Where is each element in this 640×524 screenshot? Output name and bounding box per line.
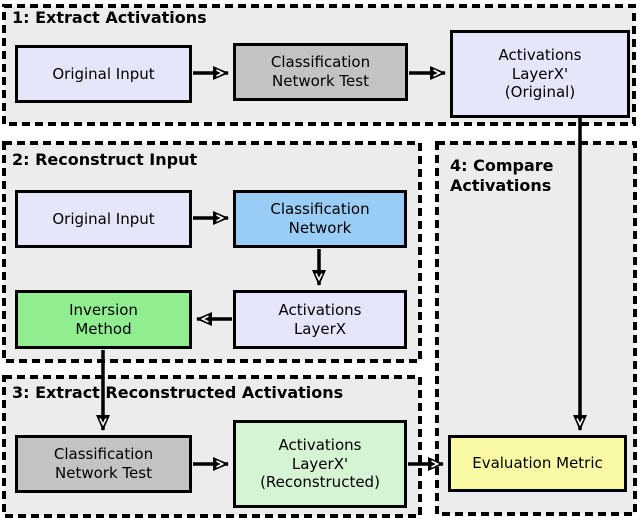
node-original-input-s2: Original Input	[15, 190, 192, 248]
node-original-input-s1: Original Input	[15, 45, 192, 103]
section-3-title: 3: Extract Reconstructed Activations	[12, 383, 344, 402]
node-classification-network-test-s3: Classification Network Test	[15, 435, 192, 493]
node-activations-layerx-reconstructed: Activations LayerX' (Reconstructed)	[233, 420, 407, 508]
node-classification-network-test-s1: Classification Network Test	[233, 43, 408, 101]
section-2-title: 2: Reconstruct Input	[12, 150, 198, 169]
node-classification-network: Classification Network	[233, 190, 407, 248]
node-activations-layerx-original: Activations LayerX' (Original)	[450, 30, 630, 118]
section-1-title: 1: Extract Activations	[12, 8, 207, 27]
node-evaluation-metric: Evaluation Metric	[448, 435, 627, 492]
node-activations-layerx: Activations LayerX	[233, 290, 407, 349]
section-4-title: 4: Compare Activations	[450, 156, 554, 195]
node-inversion-method: Inversion Method	[15, 290, 192, 349]
